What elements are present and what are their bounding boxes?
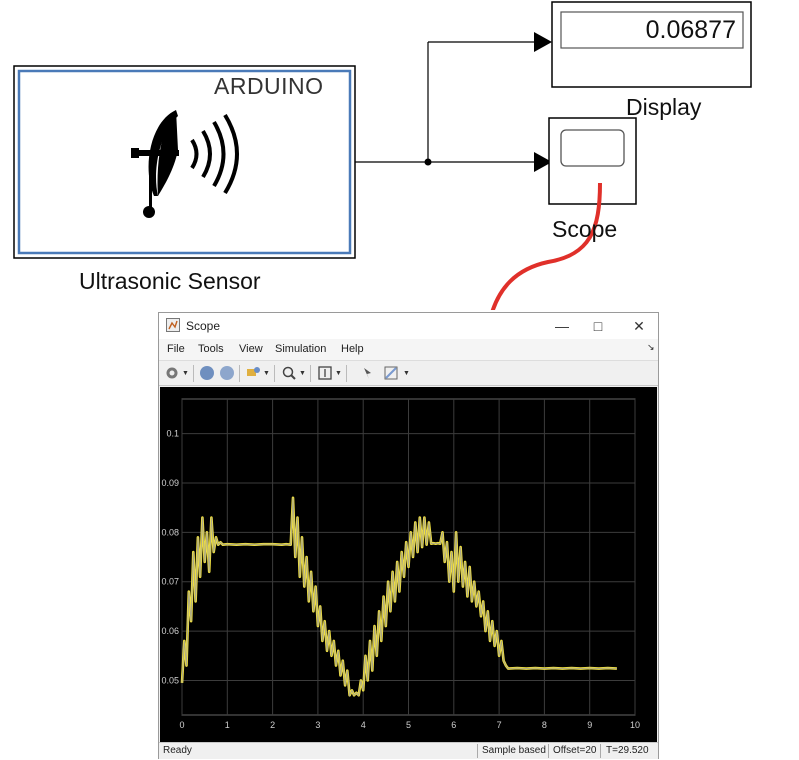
signal-trace-center xyxy=(181,497,617,698)
x-tick-label: 6 xyxy=(451,720,456,730)
branch-point xyxy=(424,158,432,166)
cursor-measurement-icon[interactable] xyxy=(361,365,377,381)
toolbar: ▼ ▼ ▼ ▼ ▼ xyxy=(159,360,658,386)
toolbar-separator xyxy=(346,365,347,382)
settings-gear-icon[interactable] xyxy=(164,365,180,381)
status-divider xyxy=(600,744,601,758)
highlight-dropdown-arrow-icon[interactable]: ▼ xyxy=(263,370,270,377)
toolbar-separator xyxy=(239,365,240,382)
scope-plot-svg: 0 1 2 3 4 5 6 7 8 9 10 0.05 0.06 0.07 0.08 0.09 0.1 xyxy=(161,398,640,730)
scope-plot-area[interactable]: 0 1 2 3 4 5 6 7 8 9 10 0.05 0.06 0.07 0.08 0.09 0.1 xyxy=(160,387,657,742)
style-dropdown-arrow-icon[interactable]: ▼ xyxy=(403,370,410,377)
sensor-block-selection-border xyxy=(17,69,352,255)
menu-bar: File Tools View Simulation Help ↘ xyxy=(159,339,658,360)
arduino-label: ARDUINO xyxy=(214,73,324,99)
display-input-arrow xyxy=(534,32,552,52)
menu-view[interactable]: View xyxy=(239,343,263,355)
status-divider xyxy=(548,744,549,758)
autoscale-dropdown-arrow-icon[interactable]: ▼ xyxy=(335,370,342,377)
display-value: 0.06877 xyxy=(645,16,736,44)
y-tick-label: 0.09 xyxy=(161,478,179,488)
x-tick-label: 1 xyxy=(225,720,230,730)
status-bar: Ready Sample based Offset=20 T=29.520 xyxy=(159,742,658,759)
highlight-block-icon[interactable] xyxy=(245,365,261,381)
x-tick-label: 3 xyxy=(315,720,320,730)
status-offset: Offset=20 xyxy=(553,745,597,756)
minimize-button[interactable]: — xyxy=(555,318,569,334)
x-tick-label: 9 xyxy=(587,720,592,730)
zoom-dropdown-arrow-icon[interactable]: ▼ xyxy=(299,370,306,377)
x-tick-label: 10 xyxy=(630,720,640,730)
menu-file[interactable]: File xyxy=(167,343,185,355)
x-tick-label: 5 xyxy=(406,720,411,730)
x-tick-label: 7 xyxy=(497,720,502,730)
ultrasonic-sensor-icon xyxy=(131,110,239,218)
window-title: Scope xyxy=(186,319,221,333)
x-tick-label: 4 xyxy=(361,720,366,730)
status-divider xyxy=(477,744,478,758)
status-mode: Sample based xyxy=(482,745,546,756)
dock-arrow-icon[interactable]: ↘ xyxy=(647,342,655,352)
zoom-icon[interactable] xyxy=(281,365,297,381)
ultrasonic-sensor-block[interactable] xyxy=(13,65,356,259)
menu-simulation[interactable]: Simulation xyxy=(275,343,327,355)
toolbar-separator xyxy=(193,365,194,382)
maximize-button[interactable]: □ xyxy=(593,318,603,334)
step-icon[interactable] xyxy=(219,365,235,381)
y-tick-label: 0.08 xyxy=(161,527,179,537)
display-caption: Display xyxy=(626,94,702,120)
status-time: T=29.520 xyxy=(606,745,649,756)
scope-app-icon xyxy=(166,318,180,332)
x-tick-label: 0 xyxy=(179,720,184,730)
menu-help[interactable]: Help xyxy=(341,343,364,355)
x-tick-label: 2 xyxy=(270,720,275,730)
scope-window[interactable]: Scope — □ ✕ File Tools View Simulation H… xyxy=(158,312,659,759)
display-value-box xyxy=(560,11,744,49)
status-ready: Ready xyxy=(163,745,192,756)
title-bar[interactable]: Scope — □ ✕ xyxy=(159,313,658,339)
y-tick-label: 0.07 xyxy=(161,577,179,587)
close-button[interactable]: ✕ xyxy=(633,318,645,334)
x-tick-label: 8 xyxy=(542,720,547,730)
red-curved-arrow xyxy=(490,182,602,310)
scope-caption: Scope xyxy=(552,216,618,242)
scope-screen-icon xyxy=(560,129,625,167)
signal-trace xyxy=(180,496,617,697)
style-edit-icon[interactable] xyxy=(383,365,399,381)
toolbar-separator xyxy=(274,365,275,382)
autoscale-icon[interactable] xyxy=(317,365,333,381)
toolbar-separator xyxy=(310,365,311,382)
y-tick-label: 0.06 xyxy=(161,626,179,636)
signal-line[interactable] xyxy=(355,32,552,172)
y-tick-label: 0.1 xyxy=(166,429,179,439)
simulink-diagram xyxy=(13,1,752,310)
y-tick-label: 0.05 xyxy=(161,675,179,685)
run-icon[interactable] xyxy=(199,365,215,381)
scope-input-arrow xyxy=(534,152,552,172)
settings-dropdown-arrow-icon[interactable]: ▼ xyxy=(182,370,189,377)
menu-tools[interactable]: Tools xyxy=(198,343,224,355)
sensor-caption: Ultrasonic Sensor xyxy=(79,268,261,294)
